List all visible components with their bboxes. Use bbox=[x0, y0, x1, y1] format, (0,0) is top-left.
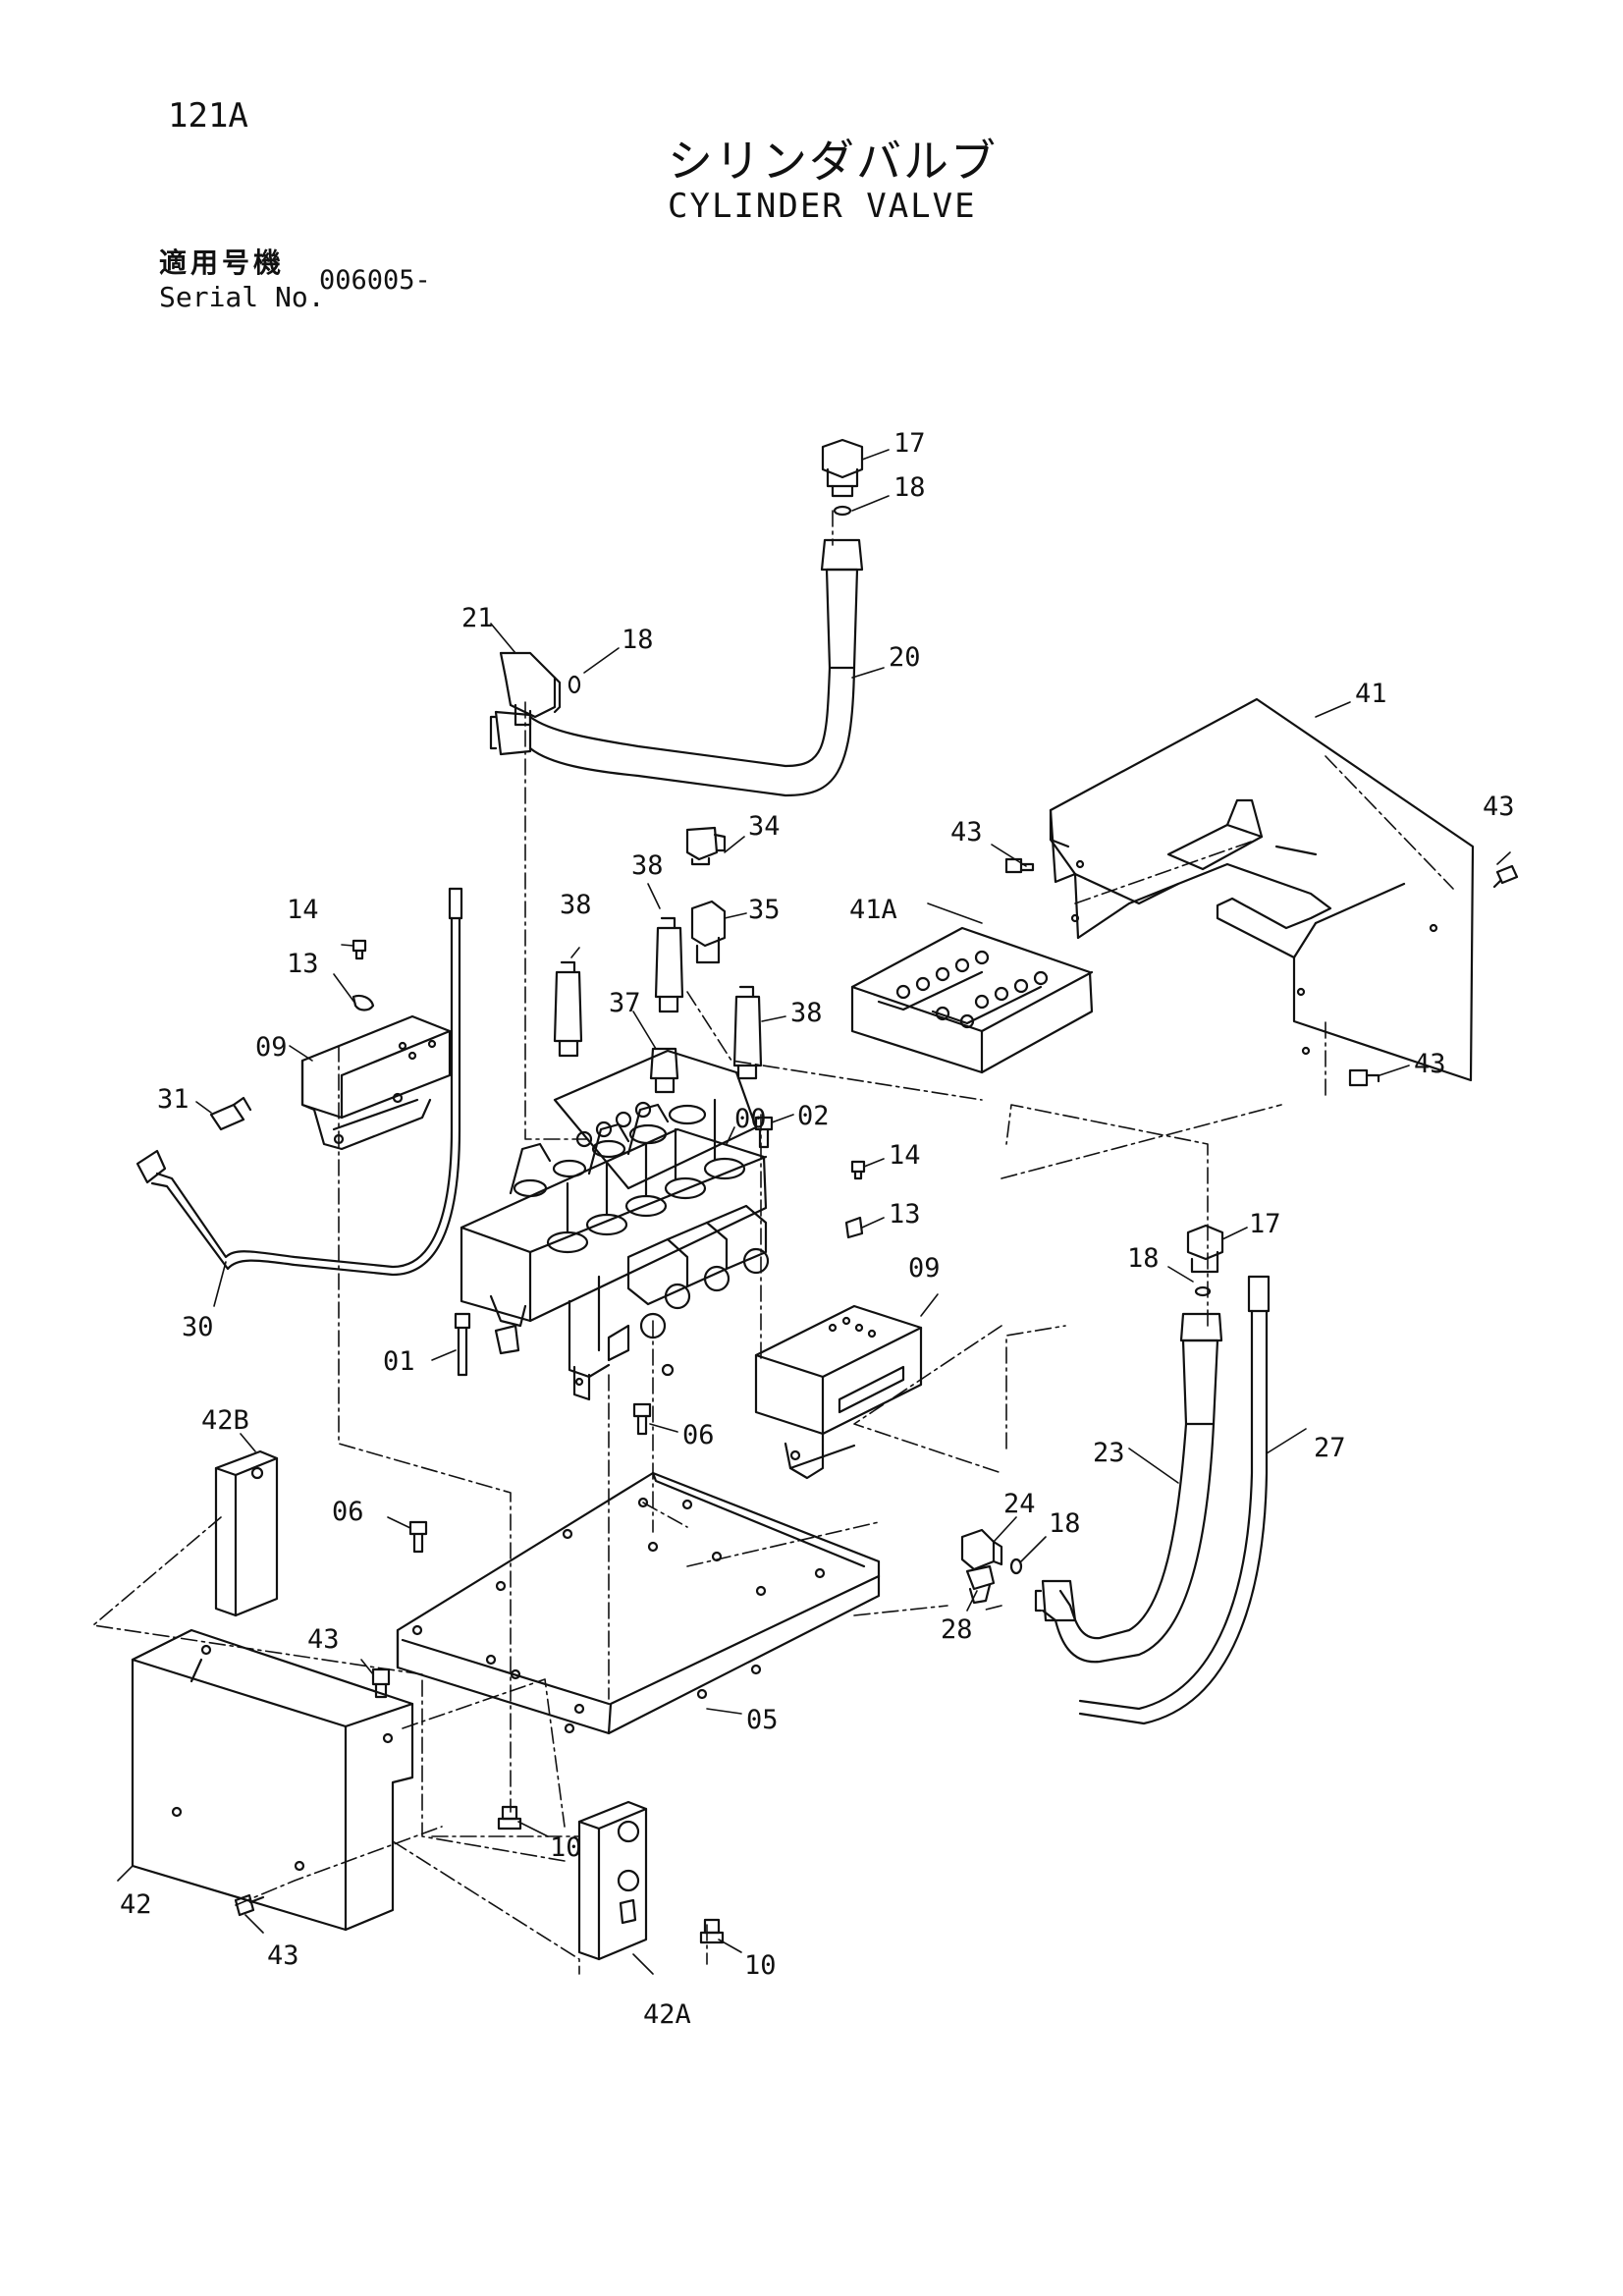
callout-00: 00 bbox=[734, 1104, 767, 1134]
adapter-35 bbox=[690, 900, 727, 964]
callout-labels: 17 18 20 21 18 41 43 43 41A 43 34 38 35 … bbox=[120, 428, 1515, 2030]
washer-13-left bbox=[352, 994, 375, 1011]
hose-27 bbox=[1078, 1275, 1271, 1725]
callout-13-left: 13 bbox=[287, 949, 319, 979]
callout-14-left: 14 bbox=[287, 895, 319, 925]
callout-17-top: 17 bbox=[893, 428, 926, 459]
cover-41 bbox=[1049, 697, 1475, 1082]
o-ring-18-right bbox=[1194, 1285, 1212, 1297]
callout-38-right: 38 bbox=[790, 998, 823, 1028]
relief-valve-38-center bbox=[654, 916, 684, 1013]
bracket-09-right bbox=[754, 1304, 923, 1480]
callout-28: 28 bbox=[941, 1614, 973, 1645]
connector-28 bbox=[965, 1564, 996, 1605]
control-valve-00 bbox=[460, 1049, 770, 1401]
base-plate-05 bbox=[396, 1471, 881, 1735]
screw-43-lower-bottom bbox=[234, 1893, 265, 1917]
plug-37 bbox=[649, 1047, 679, 1094]
callout-38-center: 38 bbox=[631, 850, 664, 881]
callout-43-lower-top: 43 bbox=[307, 1624, 340, 1655]
callout-42B: 42B bbox=[201, 1405, 249, 1436]
o-ring-18-left bbox=[568, 675, 581, 694]
bolt-10-center bbox=[497, 1805, 522, 1831]
callout-43-lower-bottom: 43 bbox=[267, 1941, 299, 1971]
callout-18-lower: 18 bbox=[1049, 1508, 1081, 1539]
pipe-30 bbox=[135, 887, 463, 1277]
callout-34: 34 bbox=[748, 811, 781, 842]
callout-43-cover-right: 43 bbox=[1483, 792, 1515, 822]
o-ring-18-top bbox=[833, 505, 852, 517]
callout-30: 30 bbox=[182, 1312, 214, 1342]
callout-42: 42 bbox=[120, 1889, 152, 1920]
pad-41A bbox=[850, 926, 1094, 1074]
screw-02 bbox=[754, 1116, 774, 1149]
o-ring-18-lower bbox=[1009, 1558, 1023, 1575]
washer-13-right bbox=[844, 1216, 864, 1239]
leader-lines bbox=[117, 449, 1511, 1975]
callout-41A: 41A bbox=[849, 895, 897, 925]
screw-06-center bbox=[632, 1402, 652, 1436]
block-42B bbox=[214, 1449, 279, 1617]
callout-18-top: 18 bbox=[893, 472, 926, 503]
assembly-centerlines bbox=[92, 510, 1454, 1975]
bolt-01 bbox=[454, 1312, 471, 1377]
hose-20 bbox=[489, 538, 864, 797]
callout-01: 01 bbox=[383, 1346, 415, 1377]
callout-09-right: 09 bbox=[908, 1253, 941, 1284]
callout-02: 02 bbox=[797, 1101, 830, 1131]
page-number: 121A bbox=[168, 96, 248, 136]
callout-06-left: 06 bbox=[332, 1497, 364, 1527]
callout-24: 24 bbox=[1003, 1489, 1036, 1519]
screw-43-cover-left bbox=[1004, 857, 1035, 874]
callout-06-center: 06 bbox=[682, 1420, 715, 1450]
block-42A bbox=[577, 1800, 648, 1961]
screw-43-cover-right bbox=[1492, 864, 1519, 889]
bolt-14-right bbox=[850, 1160, 866, 1180]
callout-13-right: 13 bbox=[889, 1199, 921, 1230]
callout-14-right: 14 bbox=[889, 1140, 921, 1171]
hose-23 bbox=[1034, 1312, 1223, 1664]
screw-43-lower-top bbox=[371, 1667, 391, 1699]
callout-10-center: 10 bbox=[550, 1832, 582, 1863]
callout-21: 21 bbox=[461, 603, 494, 633]
callout-38-left: 38 bbox=[560, 890, 592, 920]
fitting-17-right bbox=[1186, 1224, 1224, 1274]
bolt-14-left bbox=[352, 939, 367, 960]
elbow-34 bbox=[685, 826, 727, 866]
callout-20: 20 bbox=[889, 642, 921, 673]
callout-23: 23 bbox=[1093, 1438, 1125, 1468]
relief-valve-38-left bbox=[553, 960, 583, 1058]
callout-37: 37 bbox=[609, 988, 641, 1018]
callout-09-left: 09 bbox=[255, 1032, 288, 1063]
adapter-24 bbox=[960, 1528, 1003, 1571]
block-42 bbox=[131, 1628, 414, 1932]
elbow-21 bbox=[499, 651, 562, 727]
callout-17-right: 17 bbox=[1249, 1209, 1281, 1239]
screw-06-left bbox=[408, 1520, 428, 1554]
serial-label-japanese: 適用号機 bbox=[159, 246, 286, 279]
screw-43-cover-bottom bbox=[1348, 1068, 1380, 1087]
callout-31: 31 bbox=[157, 1084, 189, 1115]
fitting-17-top bbox=[821, 438, 864, 498]
serial-number-value: 006005- bbox=[319, 265, 431, 296]
title-japanese: シリンダバルブ bbox=[668, 135, 998, 188]
title-english: CYLINDER VALVE bbox=[668, 187, 977, 226]
callout-41: 41 bbox=[1355, 679, 1387, 709]
callout-42A: 42A bbox=[643, 1999, 691, 2030]
callout-05: 05 bbox=[746, 1705, 779, 1735]
elbow-31 bbox=[209, 1096, 252, 1131]
relief-valve-38-right bbox=[732, 985, 763, 1080]
serial-label-english: Serial No. bbox=[159, 281, 325, 313]
callout-18-upper-left: 18 bbox=[622, 625, 654, 655]
callout-27: 27 bbox=[1314, 1433, 1346, 1463]
callout-35: 35 bbox=[748, 895, 781, 925]
bracket-09-left bbox=[300, 1014, 452, 1151]
callout-43-cover-left: 43 bbox=[950, 817, 983, 847]
callout-18-right: 18 bbox=[1127, 1243, 1160, 1274]
callout-10-right: 10 bbox=[744, 1950, 777, 1981]
callout-43-cover-bottom: 43 bbox=[1414, 1049, 1446, 1079]
